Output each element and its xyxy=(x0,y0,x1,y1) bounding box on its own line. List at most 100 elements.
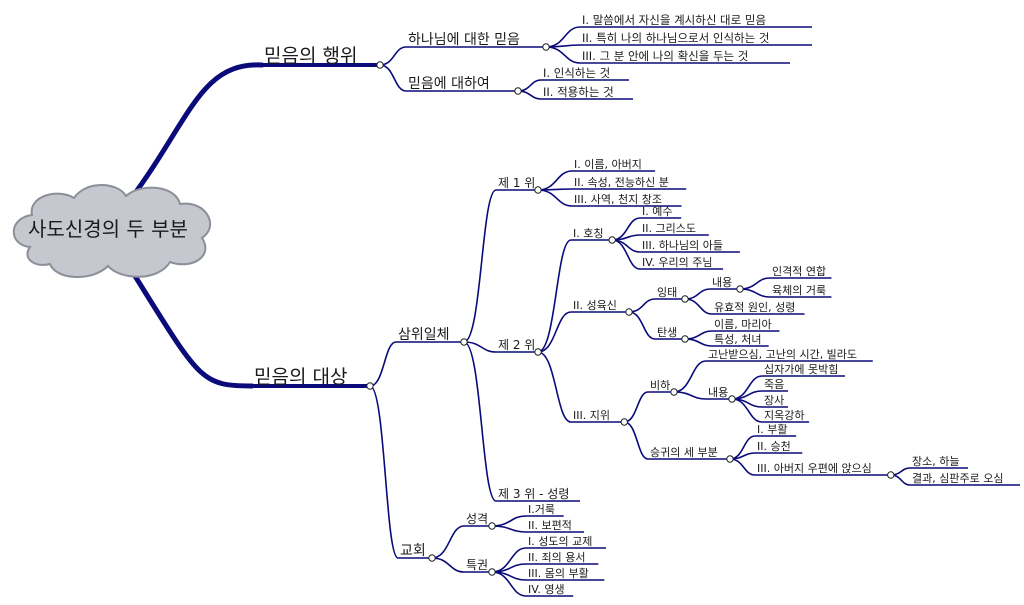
node-exalt-3-1[interactable]: 장소, 하늘 xyxy=(912,454,959,468)
connector-exalt-2 xyxy=(729,452,756,460)
node-content-b-3[interactable]: 장사 xyxy=(764,394,784,407)
branch-knot[interactable] xyxy=(376,61,384,69)
node-privilege[interactable]: 특권 xyxy=(466,558,488,572)
connector-act-god-1 xyxy=(545,26,581,48)
node-content-b-2[interactable]: 죽음 xyxy=(764,378,784,391)
connector-humil xyxy=(624,391,649,423)
node-trinity[interactable]: 삼위일체 xyxy=(398,327,450,343)
node-act[interactable]: 믿음의 행위 xyxy=(264,45,357,67)
node-birth-1[interactable]: 이름, 마리아 xyxy=(714,318,772,331)
branch-knot[interactable] xyxy=(366,382,374,390)
node-nature-1[interactable]: I.거룩 xyxy=(528,503,555,516)
node-content-b[interactable]: 내용 xyxy=(708,386,728,399)
connector-birth-1 xyxy=(684,330,713,340)
branch-connectors xyxy=(127,26,1020,597)
branch-knot[interactable] xyxy=(620,418,628,426)
node-content-b-4[interactable]: 지옥강하 xyxy=(764,408,804,422)
connector-status xyxy=(537,351,572,423)
connector-root-to-obj xyxy=(127,265,255,389)
node-content-a[interactable]: 내용 xyxy=(712,276,732,289)
node-priv-3[interactable]: III. 몸의 부활 xyxy=(528,566,589,580)
node-exalt-3-2[interactable]: 결과, 심판주로 오심 xyxy=(912,472,1003,485)
node-act-god-2[interactable]: II. 특히 나의 하나님으로서 인식하는 것 xyxy=(582,31,769,45)
root-node[interactable]: 사도신경의 두 부분 xyxy=(12,184,212,279)
node-humil-1[interactable]: 고난받으심, 고난의 시간, 빌라도 xyxy=(708,348,857,361)
branch-knot[interactable] xyxy=(488,522,496,530)
connector-title-1 xyxy=(612,217,641,241)
node-act-god-1[interactable]: I. 말씀에서 자신을 계시하신 대로 믿음 xyxy=(582,13,766,27)
node-content-b-1[interactable]: 십자가에 못박힘 xyxy=(764,363,838,376)
branch-knot[interactable] xyxy=(726,455,734,463)
connector-privilege xyxy=(431,557,465,573)
branch-knot[interactable] xyxy=(542,43,550,51)
branch-knot[interactable] xyxy=(681,295,689,303)
node-act-about-2[interactable]: II. 적용하는 것 xyxy=(543,85,614,99)
connector-title xyxy=(537,239,572,353)
branch-knot[interactable] xyxy=(514,87,522,95)
connector-content-a-2 xyxy=(739,288,771,298)
connector-act-god xyxy=(379,46,407,66)
connector-p3 xyxy=(463,341,497,502)
node-priv-2[interactable]: II. 죄의 용서 xyxy=(528,551,585,564)
node-title[interactable]: I. 호칭 xyxy=(573,227,603,240)
node-incarn[interactable]: II. 성육신 xyxy=(573,299,617,312)
node-p1[interactable]: 제 1 위 xyxy=(498,176,535,190)
node-exalt-2[interactable]: II. 승천 xyxy=(757,439,791,453)
root-label: 사도신경의 두 부분 xyxy=(28,217,188,241)
node-obj[interactable]: 믿음의 대상 xyxy=(254,366,347,388)
branch-knot[interactable] xyxy=(736,285,744,293)
branch-knot[interactable] xyxy=(681,335,689,343)
node-nature[interactable]: 성격 xyxy=(466,512,488,526)
node-act-god[interactable]: 하나님에 대한 믿음 xyxy=(408,32,520,48)
node-church[interactable]: 교회 xyxy=(400,543,426,559)
node-p1-2[interactable]: II. 속성, 전능하신 분 xyxy=(574,175,669,189)
node-birth-2[interactable]: 특성, 처녀 xyxy=(714,333,761,346)
node-title-3[interactable]: III. 하나님의 아들 xyxy=(642,238,723,252)
node-humil[interactable]: 비하 xyxy=(650,378,670,392)
node-priv-4[interactable]: IV. 영생 xyxy=(528,583,565,596)
branch-knot[interactable] xyxy=(728,395,736,403)
node-content-a-2[interactable]: 육체의 거룩 xyxy=(772,284,826,297)
branch-knot[interactable] xyxy=(608,236,616,244)
node-act-about[interactable]: 믿음에 대하여 xyxy=(408,76,490,92)
node-title-4[interactable]: IV. 우리의 주님 xyxy=(642,256,712,269)
connector-birth-2 xyxy=(684,338,713,347)
branch-knot[interactable] xyxy=(428,554,436,562)
connector-content-b xyxy=(673,391,707,400)
node-exalt-3[interactable]: III. 아버지 우편에 앉으심 xyxy=(757,462,872,475)
branch-knot[interactable] xyxy=(670,388,678,396)
node-p1-3[interactable]: III. 사역, 천지 창조 xyxy=(574,192,662,206)
connector-p1-3 xyxy=(537,189,573,207)
node-priv-1[interactable]: I. 성도의 교제 xyxy=(528,535,592,548)
node-title-2[interactable]: II. 그리스도 xyxy=(642,222,696,235)
root-cloud-shape xyxy=(12,184,212,279)
branch-knot[interactable] xyxy=(460,338,468,346)
node-labels: 믿음의 행위 하나님에 대한 믿음 I. 말씀에서 자신을 계시하신 대로 믿음 II… xyxy=(254,13,1003,596)
node-p3[interactable]: 제 3 위 - 성령 xyxy=(498,487,569,501)
branch-knot[interactable] xyxy=(887,471,895,479)
branch-knot[interactable] xyxy=(625,308,633,316)
branch-knot[interactable] xyxy=(488,568,496,576)
node-concept[interactable]: 잉태 xyxy=(657,286,677,299)
node-title-1[interactable]: I. 예수 xyxy=(642,205,672,218)
node-exalt[interactable]: 승귀의 세 부분 xyxy=(650,446,718,459)
connector-title-2 xyxy=(612,234,641,241)
node-p1-1[interactable]: I. 이름, 아버지 xyxy=(574,158,642,171)
node-act-about-1[interactable]: I. 인식하는 것 xyxy=(543,66,610,80)
node-nature-2[interactable]: II. 보편적 xyxy=(528,519,572,532)
node-content-a-1[interactable]: 인격적 연합 xyxy=(772,265,826,278)
connector-exalt xyxy=(624,421,649,460)
node-exalt-1[interactable]: I. 부활 xyxy=(757,422,787,436)
branch-knot[interactable] xyxy=(534,186,542,194)
node-act-god-3[interactable]: III. 그 분 안에 나의 확신을 두는 것 xyxy=(582,49,748,63)
connector-act-about xyxy=(379,64,407,92)
connector-title-3 xyxy=(612,239,641,253)
node-birth[interactable]: 탄생 xyxy=(657,326,677,339)
branch-knot[interactable] xyxy=(534,348,542,356)
node-efficient[interactable]: 유효적 원인, 성령 xyxy=(714,301,795,314)
node-p2[interactable]: 제 2 위 xyxy=(498,338,535,352)
connector-nature-1 xyxy=(491,515,527,527)
node-status[interactable]: III. 지위 xyxy=(573,409,610,422)
connector-root-to-act xyxy=(127,62,265,203)
